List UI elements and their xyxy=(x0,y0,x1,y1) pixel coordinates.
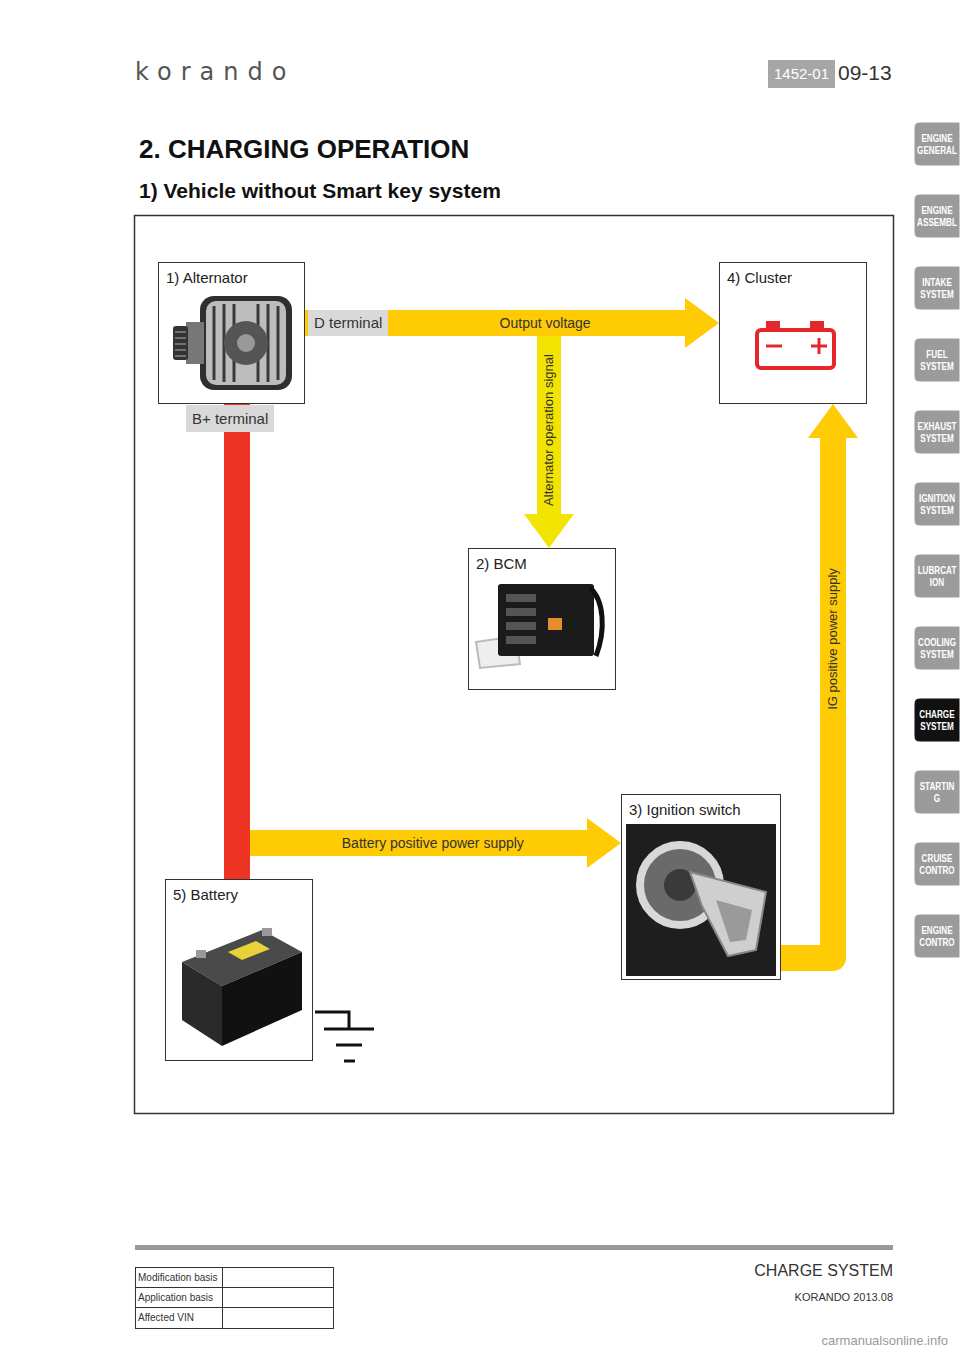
signal-label: Battery positive power supply xyxy=(339,834,527,852)
diagram-frame xyxy=(135,216,894,1114)
battery-illustration xyxy=(182,928,302,1046)
signal-label: IG positive power supply xyxy=(824,566,842,714)
table-cell: Application basis xyxy=(138,1291,213,1304)
table-cell: Modification basis xyxy=(138,1271,217,1284)
page-number: 09-13 xyxy=(838,60,892,86)
section-tab: STARTIN G xyxy=(916,781,958,804)
section-tab: ENGINE GENERAL xyxy=(916,133,958,156)
component-name: 2) BCM xyxy=(469,549,615,579)
power-wire xyxy=(224,404,250,879)
signal-label: Alternator operation signal xyxy=(540,351,558,509)
terminal-label: B+ terminal xyxy=(186,405,274,432)
brand-logo: korando xyxy=(135,58,295,86)
component-box: 5) Battery xyxy=(165,879,313,1061)
tab-background xyxy=(914,770,960,814)
section-code: 1452-01 xyxy=(768,60,835,88)
tab-background xyxy=(914,266,960,310)
signal-label: Output voltage xyxy=(497,314,594,332)
component-name: 3) Ignition switch xyxy=(622,795,780,825)
tab-background xyxy=(914,122,960,166)
section-tab: CRUISE CONTRO xyxy=(916,853,958,876)
alternator-illustration xyxy=(173,296,292,390)
section-tab: ENGINE CONTRO xyxy=(916,925,958,948)
component-box: 3) Ignition switch xyxy=(621,794,781,980)
charge-warning-icon xyxy=(757,321,834,368)
tab-background xyxy=(914,410,960,454)
tab-background xyxy=(914,554,960,598)
tab-background xyxy=(914,338,960,382)
component-name: 4) Cluster xyxy=(720,263,866,293)
tab-background xyxy=(914,482,960,526)
ignition-switch-illustration xyxy=(626,824,776,976)
signal-arrow xyxy=(305,323,549,514)
section-tab: EXHAUST SYSTEM xyxy=(916,421,958,444)
section-tab: ENGINE ASSEMBL xyxy=(916,205,958,228)
footer-model: KORANDO 2013.08 xyxy=(795,1290,893,1304)
bcm-illustration xyxy=(476,584,602,668)
footer-section: CHARGE SYSTEM xyxy=(754,1261,893,1281)
component-name: 5) Battery xyxy=(166,880,312,910)
revision-table xyxy=(135,1267,334,1329)
signal-arrow xyxy=(305,310,685,336)
table-cell: Affected VIN xyxy=(138,1311,194,1324)
section-tab: COOLING SYSTEM xyxy=(916,637,958,660)
component-box: 1) Alternator xyxy=(158,262,305,404)
footer-rule xyxy=(135,1245,893,1250)
component-box: 2) BCM xyxy=(468,548,616,690)
tab-background xyxy=(914,626,960,670)
tab-background xyxy=(914,698,960,742)
terminal-label: D terminal xyxy=(308,310,388,336)
tab-background xyxy=(914,194,960,238)
watermark: carmanualsonline.info xyxy=(822,1333,948,1349)
section-tab: IGNITION SYSTEM xyxy=(916,493,958,516)
component-box: 4) Cluster xyxy=(719,262,867,404)
subtitle: 1) Vehicle without Smart key system xyxy=(139,178,501,204)
section-tab: FUEL SYSTEM xyxy=(916,349,958,372)
component-name: 1) Alternator xyxy=(159,263,304,293)
section-tab: LUBRCAT ION xyxy=(916,565,958,588)
section-tab: INTAKE SYSTEM xyxy=(916,277,958,300)
page-title: 2. CHARGING OPERATION xyxy=(139,134,469,164)
tab-background xyxy=(914,842,960,886)
tab-background xyxy=(914,914,960,958)
ground-symbol xyxy=(315,1012,374,1061)
section-tab: CHARGE SYSTEM xyxy=(916,709,958,732)
